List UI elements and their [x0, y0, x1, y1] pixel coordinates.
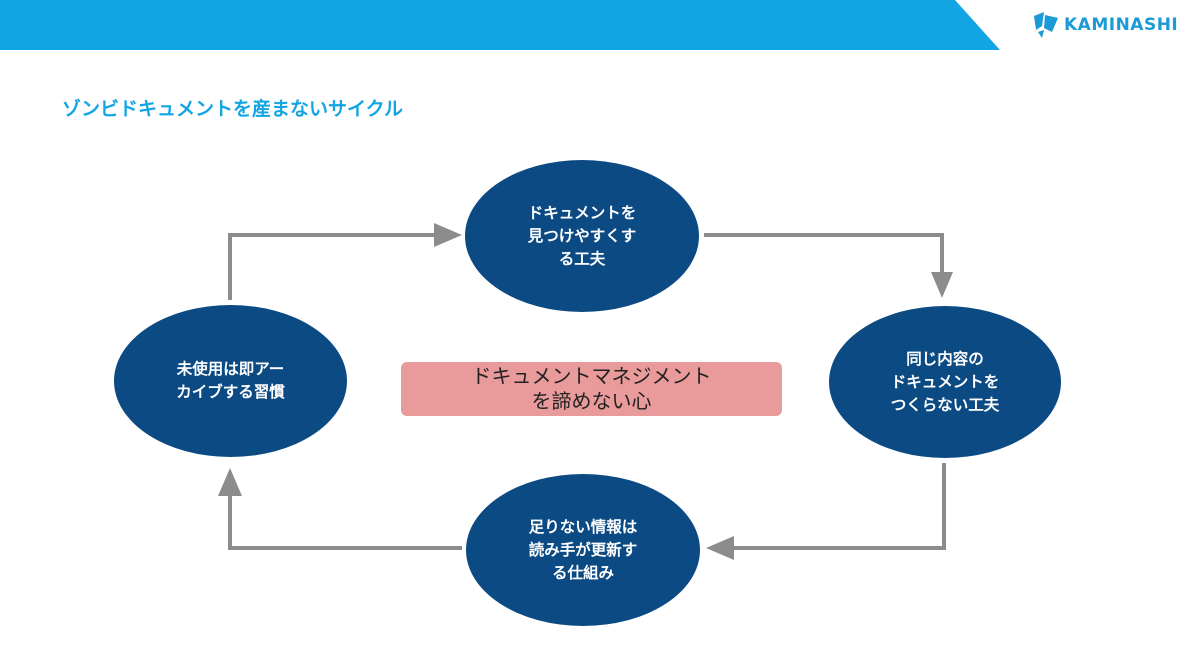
page-title: ゾンビドキュメントを産まないサイクル: [62, 98, 404, 120]
cycle-node-label: 同じ内容の ドキュメントを つくらない工夫: [890, 349, 1000, 414]
cycle-node-label: 未使用は即アー カイブする習慣: [176, 360, 285, 401]
header-bar: [0, 0, 1200, 50]
cycle-node-label: 足りない情報は 読み手が更新す る仕組み: [528, 517, 638, 582]
cycle-node-reader-updates: 足りない情報は 読み手が更新す る仕組み: [466, 474, 700, 626]
arrow-bottom-to-left: [218, 468, 462, 550]
arrow-left-to-top: [228, 223, 462, 300]
cycle-node-findability: ドキュメントを 見つけやすくす る工夫: [465, 160, 699, 312]
cycle-node-no-duplicates: 同じ内容の ドキュメントを つくらない工夫: [829, 306, 1061, 458]
cycle-node-label: ドキュメントを 見つけやすくす る工夫: [527, 203, 637, 268]
header-logo-panel: [955, 0, 1200, 50]
arrow-right-to-bottom: [706, 463, 946, 560]
logo-text: KAMINASHI: [1064, 15, 1179, 35]
cycle-node-archive-habit: 未使用は即アー カイブする習慣: [114, 305, 347, 457]
center-message: ドキュメントマネジメント を諦めない心: [471, 364, 712, 413]
kaminashi-logo: KAMINASHI: [1032, 12, 1178, 38]
center-message-box: ドキュメントマネジメント を諦めない心: [401, 362, 782, 416]
kaminashi-mark-icon: [1034, 12, 1058, 38]
arrow-top-to-right: [704, 233, 953, 298]
